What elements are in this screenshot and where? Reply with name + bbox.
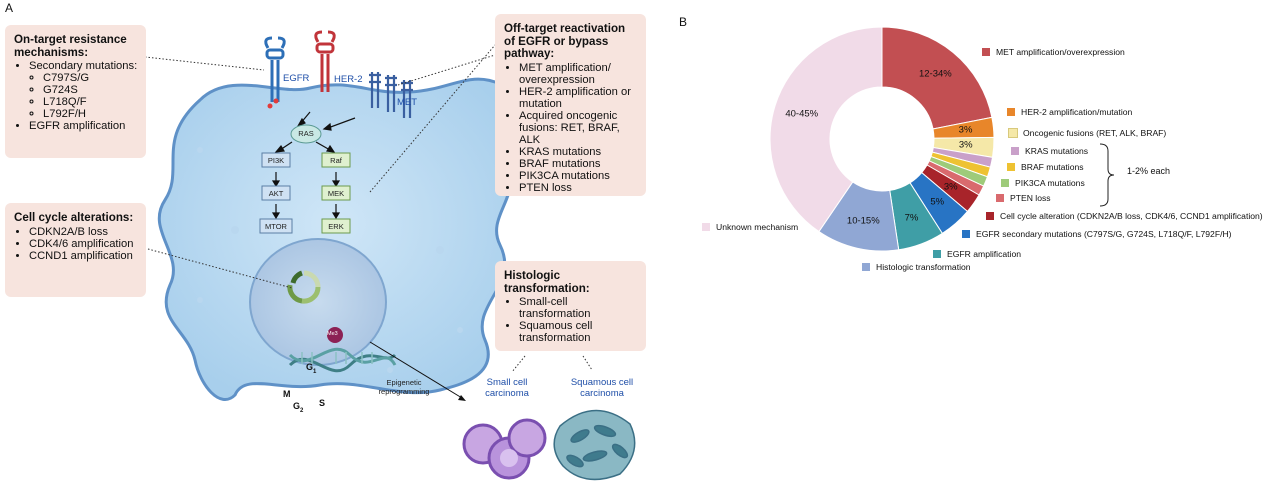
off-target-item: KRAS mutations (519, 146, 638, 158)
mutation-item: C797S/G (43, 72, 138, 84)
slice-percent-label: 12-34% (918, 68, 952, 80)
histologic-item: Small-cell transformation (519, 296, 638, 320)
legend-item: MET amplification/overexpression (982, 47, 1125, 57)
mutation-item: L718Q/F (43, 96, 138, 108)
slice-percent-label: 3% (958, 124, 973, 136)
legend-swatch (986, 212, 994, 220)
egfr-amplification-item: EGFR amplification (29, 120, 138, 132)
off-target-box: Off-target reactivation of EGFR or bypas… (495, 14, 646, 196)
mutation-item: G724S (43, 84, 138, 96)
secondary-mutations-item: Secondary mutations: C797S/G G724S L718Q… (29, 60, 138, 120)
her2-receptor (314, 30, 336, 92)
cell-cycle-item: CDKN2A/B loss (29, 226, 138, 238)
met-receptor (369, 72, 413, 118)
g1-label: G1 (306, 362, 317, 375)
histologic-box: Histologic transformation: Small-cell tr… (495, 261, 646, 351)
legend-swatch (996, 194, 1004, 202)
legend-swatch (1001, 179, 1009, 187)
dna-helix (288, 347, 397, 373)
slice-percent-label: 10-15% (846, 215, 880, 227)
small-cells (462, 418, 547, 480)
legend-swatch (702, 223, 710, 231)
s-label: S (319, 398, 326, 408)
legend-swatch (933, 250, 941, 258)
cell-membrane (157, 77, 513, 401)
m-label: M (283, 389, 291, 399)
mtor-node: MTOR (265, 222, 287, 231)
off-target-item: MET amplification/ overexpression (519, 62, 638, 86)
legend-item: PIK3CA mutations (1001, 178, 1085, 188)
slice-percent-label: 3% (958, 139, 973, 151)
carcinoma-illustration (462, 409, 636, 481)
her2-label: HER-2 (334, 74, 363, 85)
legend-item: Unknown mechanism (702, 222, 798, 232)
donut-slice (881, 26, 993, 130)
bracket (1099, 143, 1115, 207)
panel-a-letter: A (5, 1, 14, 15)
egfr-receptor (264, 36, 286, 102)
legend-item: HER-2 amplification/mutation (1007, 107, 1132, 117)
squamous-cell-label: Squamous cell carcinoma (570, 377, 634, 399)
cell-cycle-ring (287, 270, 321, 304)
egfr-label: EGFR (283, 73, 310, 84)
akt-node: AKT (268, 189, 284, 198)
pi3k-node: PI3K (267, 156, 285, 165)
me3-marker (327, 327, 343, 343)
me3-label: Me3 (327, 331, 338, 337)
donut-slice (769, 26, 883, 233)
cell-cycle-item: CCND1 amplification (29, 250, 138, 262)
cell-illustration (144, 30, 593, 401)
off-target-item: HER-2 amplification or mutation (519, 86, 638, 110)
panel-b-letter: B (679, 15, 688, 29)
squamous-cells (553, 409, 636, 481)
legend-item: PTEN loss (996, 193, 1051, 203)
cell-cycle-box: Cell cycle alterations: CDKN2A/B loss CD… (5, 203, 146, 297)
legend-swatch (1008, 128, 1018, 138)
met-label: MET (397, 97, 418, 108)
off-target-item: PIK3CA mutations (519, 170, 638, 182)
erk-node: ERK (328, 222, 344, 231)
epigenetic-label: Epigenetic reprogramming (378, 378, 430, 396)
legend-swatch (1007, 163, 1015, 171)
off-target-title: Off-target reactivation of EGFR or bypas… (504, 22, 626, 60)
legend-swatch (1007, 108, 1015, 116)
legend-swatch (1011, 147, 1019, 155)
slice-percent-label: 5% (930, 196, 945, 208)
histologic-item: Squamous cell transformation (519, 320, 638, 344)
off-target-item: PTEN loss (519, 182, 638, 194)
histologic-title: Histologic transformation: (504, 269, 590, 295)
mek-node: MEK (327, 189, 345, 198)
legend-item: KRAS mutations (1011, 146, 1088, 156)
bracket-label: 1-2% each (1127, 166, 1171, 176)
off-target-item: Acquired oncogenic fusions: RET, BRAF, A… (519, 110, 638, 146)
off-target-item: BRAF mutations (519, 158, 638, 170)
g2-label: G2 (293, 401, 304, 414)
legend-item: Histologic transformation (862, 262, 971, 272)
legend-swatch (862, 263, 870, 271)
legend-item: EGFR secondary mutations (C797S/G, G724S… (962, 229, 1232, 239)
ras-node: RAS (298, 129, 314, 138)
cell-cycle-item: CDK4/6 amplification (29, 238, 138, 250)
on-target-box: On-target resistance mechanisms: Seconda… (5, 25, 146, 158)
slice-percent-label: 7% (904, 212, 919, 224)
slice-percent-label: 40-45% (785, 108, 819, 120)
legend-swatch (982, 48, 990, 56)
legend-item: Oncogenic fusions (RET, ALK, BRAF) (1008, 128, 1166, 138)
legend-item: EGFR amplification (933, 249, 1021, 259)
legend-item: BRAF mutations (1007, 162, 1084, 172)
slice-percent-label: 3% (943, 181, 958, 193)
small-cell-label: Small cell carcinoma (485, 377, 529, 399)
legend-swatch (962, 230, 970, 238)
cell-cycle-title: Cell cycle alterations: (14, 211, 134, 224)
raf-node: Raf (330, 156, 342, 165)
mutation-item: L792F/H (43, 108, 138, 120)
legend-item: Cell cycle alteration (CDKN2A/B loss, CD… (986, 211, 1263, 221)
on-target-title: On-target resistance mechanisms: (14, 33, 127, 59)
